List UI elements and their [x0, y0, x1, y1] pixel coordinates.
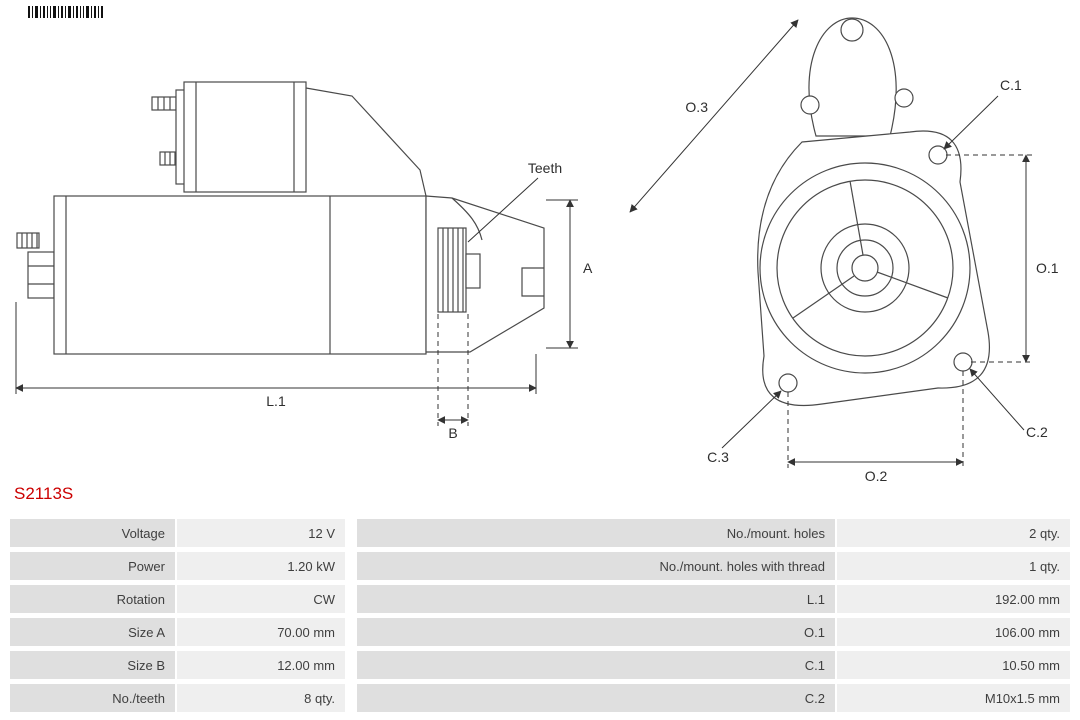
side-view-drawing: [16, 81, 545, 355]
dim-label-c2: C.2: [1026, 424, 1048, 440]
barcode: [28, 6, 103, 18]
spec-label: O.1: [357, 618, 835, 646]
spec-row: Rotation CW L.1 192.00 mm: [10, 585, 1070, 613]
spec-value: 10.50 mm: [837, 651, 1070, 679]
dim-label-a: A: [583, 260, 593, 276]
side-view-dimensions: [15, 177, 578, 426]
spec-label: No./mount. holes: [357, 519, 835, 547]
spec-value: 8 qty.: [177, 684, 345, 712]
dim-label-b: B: [448, 425, 457, 441]
front-view-dimensions: [629, 19, 1034, 468]
spec-value: 1.20 kW: [177, 552, 345, 580]
spec-label: C.2: [357, 684, 835, 712]
technical-drawing: Teeth A L.1 B: [15, 17, 1059, 484]
spec-value: 12 V: [177, 519, 345, 547]
spec-value: 106.00 mm: [837, 618, 1070, 646]
spec-value: 70.00 mm: [177, 618, 345, 646]
spec-row: Size A 70.00 mm O.1 106.00 mm: [10, 618, 1070, 646]
spec-value: CW: [177, 585, 345, 613]
spec-label: Size B: [10, 651, 175, 679]
spec-row: No./teeth 8 qty. C.2 M10x1.5 mm: [10, 684, 1070, 712]
teeth-label: Teeth: [528, 160, 562, 176]
spec-label: C.1: [357, 651, 835, 679]
part-number: S2113S: [14, 484, 74, 503]
spec-label: No./teeth: [10, 684, 175, 712]
spec-label: Size A: [10, 618, 175, 646]
spec-label: No./mount. holes with thread: [357, 552, 835, 580]
spec-value: 192.00 mm: [837, 585, 1070, 613]
dim-label-o3: O.3: [685, 99, 708, 115]
dim-label-c1: C.1: [1000, 77, 1022, 93]
spec-value: 2 qty.: [837, 519, 1070, 547]
dim-label-o2: O.2: [865, 468, 888, 484]
spec-value: M10x1.5 mm: [837, 684, 1070, 712]
spec-row: Voltage 12 V No./mount. holes 2 qty.: [10, 519, 1070, 547]
specs-table: Voltage 12 V No./mount. holes 2 qty. Pow…: [10, 519, 1070, 717]
front-view-drawing: [757, 17, 990, 406]
spec-label: Voltage: [10, 519, 175, 547]
spec-label: Power: [10, 552, 175, 580]
spec-value: 1 qty.: [837, 552, 1070, 580]
dim-label-o1: O.1: [1036, 260, 1059, 276]
spec-row: Size B 12.00 mm C.1 10.50 mm: [10, 651, 1070, 679]
dim-label-l1: L.1: [266, 393, 286, 409]
spec-label: L.1: [357, 585, 835, 613]
spec-row: Power 1.20 kW No./mount. holes with thre…: [10, 552, 1070, 580]
spec-label: Rotation: [10, 585, 175, 613]
spec-value: 12.00 mm: [177, 651, 345, 679]
dim-label-c3: C.3: [707, 449, 729, 465]
